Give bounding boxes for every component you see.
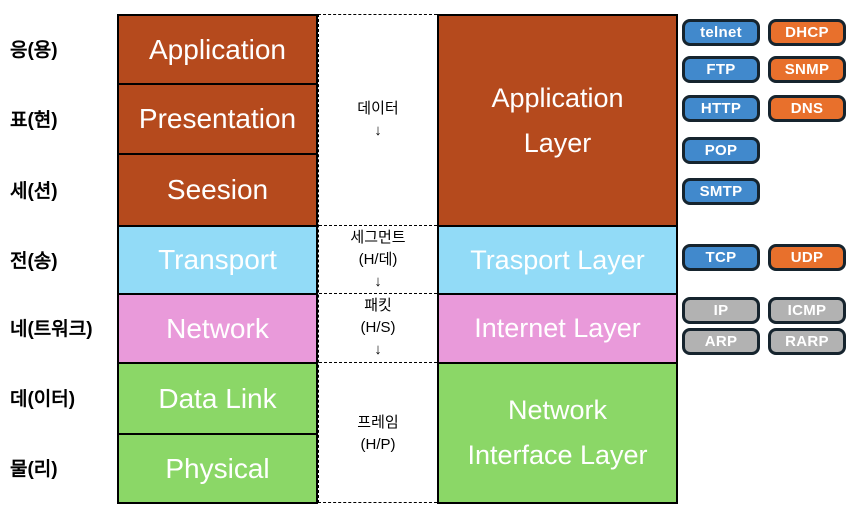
protocol-badge-dhcp: DHCP [768, 19, 846, 46]
tcpip-layer-line: Network [507, 395, 608, 426]
korean-label-7: 물(리) [10, 459, 58, 480]
tcpip-layer-line: Interface Layer [467, 440, 648, 470]
korean-label-2: 표(현) [10, 109, 58, 131]
protocol-badge-snmp: SNMP [768, 56, 846, 83]
pdu-section-3: 패킷 (H/S) ↓ [319, 294, 437, 363]
tcpip-layer-line: Internet Layer [474, 313, 641, 344]
pdu-label: 데이터 [357, 100, 399, 117]
pdu-section-1: 데이터 ↓ [319, 15, 437, 226]
pdu-label: (H/S) [360, 319, 396, 336]
osi-layer-data-link: Data Link [117, 362, 318, 435]
korean-label-1: 응(용) [10, 40, 58, 61]
protocol-badge-dns: DNS [768, 95, 846, 122]
osi-layer-transport: Transport [117, 225, 318, 295]
down-arrow: ↓ [374, 122, 382, 139]
protocol-badge-udp: UDP [768, 244, 846, 271]
tcpip-layer-line: Trasport Layer [470, 244, 645, 275]
down-arrow: ↓ [374, 341, 382, 358]
protocol-badge-ip: IP [682, 297, 760, 324]
pdu-label: 프레임 [357, 413, 399, 431]
tcpip-layer-line: Layer [523, 127, 592, 158]
osi-layer-presentation: Presentation [117, 83, 318, 155]
pdu-label: (H/데) [358, 250, 398, 268]
protocol-badge-telnet: telnet [682, 19, 760, 46]
osi-layer-network: Network [117, 293, 318, 364]
protocol-badge-ftp: FTP [682, 56, 760, 83]
protocol-badge-arp: ARP [682, 328, 760, 355]
korean-label-3: 세(션) [10, 180, 58, 202]
protocol-badge-rarp: RARP [768, 328, 846, 355]
osi-layer-seesion: Seesion [117, 153, 318, 227]
korean-label-5: 네(트워크) [10, 319, 93, 340]
protocol-badge-icmp: ICMP [768, 297, 846, 324]
pdu-dashed-column: 데이터 ↓ 세그먼트 (H/데) ↓ 패킷 (H/S) ↓ 프레임 (H/P) [318, 14, 437, 503]
pdu-label: (H/P) [360, 435, 396, 453]
tcpip-layer-internet-layer: Internet Layer [437, 293, 678, 364]
tcpip-layer-line: Application [491, 82, 624, 113]
protocol-badge-pop: POP [682, 137, 760, 164]
protocol-badge-tcp: TCP [682, 244, 760, 271]
pdu-label: 세그먼트 [350, 228, 406, 246]
protocol-badge-smtp: SMTP [682, 178, 760, 205]
down-arrow: ↓ [374, 272, 382, 290]
tcpip-layer-trasport-layer: Trasport Layer [437, 225, 678, 295]
korean-label-6: 데(이터) [10, 389, 76, 410]
pdu-section-4: 프레임 (H/P) [319, 363, 437, 504]
osi-layer-physical: Physical [117, 433, 318, 504]
pdu-section-2: 세그먼트 (H/데) ↓ [319, 226, 437, 294]
korean-label-4: 전(송) [10, 250, 58, 272]
protocol-badge-http: HTTP [682, 95, 760, 122]
osi-layer-application: Application [117, 14, 318, 85]
pdu-label: 패킷 [364, 297, 392, 314]
